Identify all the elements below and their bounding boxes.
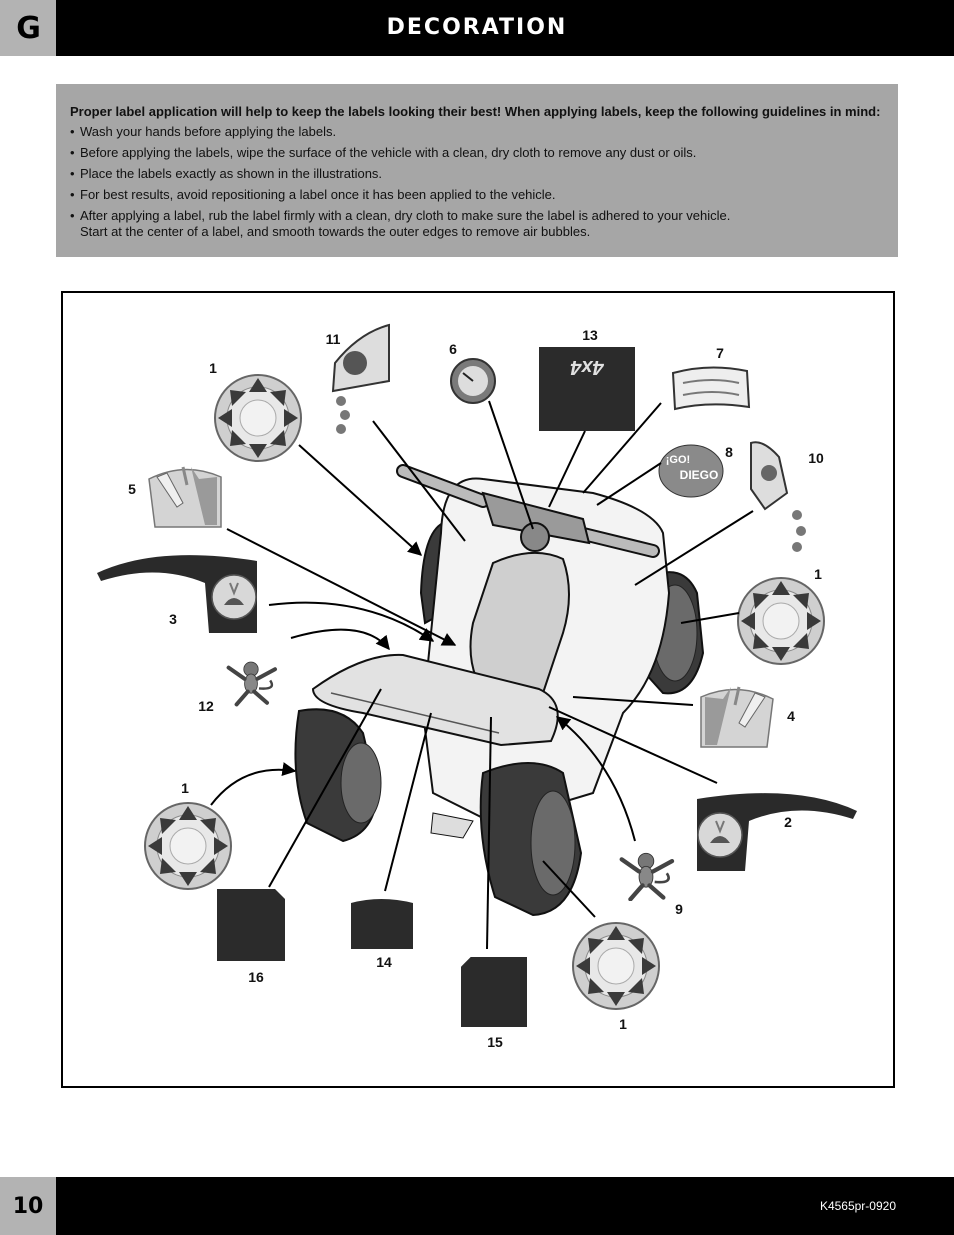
diego-text: DIEGO — [680, 468, 719, 482]
page-footer: 10 K4565pr-0920 — [0, 1177, 954, 1235]
leader-lines — [210, 400, 754, 950]
callout-wheel-bottom-right: 1 — [619, 1016, 627, 1032]
callout-jaguar: 10 — [808, 450, 824, 466]
callout-logo-4x4: 13 — [582, 327, 598, 343]
callout-pad-16: 16 — [248, 969, 264, 985]
callout-headlight: 7 — [716, 345, 724, 361]
wheel-label-top-left — [214, 374, 302, 462]
speedometer-label — [450, 358, 496, 404]
callout-go-diego: 8 — [725, 444, 733, 460]
callout-diego-portrait: 11 — [326, 331, 341, 347]
callout-speedometer: 6 — [449, 341, 457, 357]
logo-4x4-label: 4x4 — [539, 347, 635, 431]
pad-label-15 — [461, 957, 527, 1027]
guidelines-intro: Proper label application will help to ke… — [70, 104, 881, 119]
pad-label-16 — [217, 889, 285, 961]
callout-pad-14: 14 — [376, 954, 392, 970]
page-title: DECORATION — [386, 15, 568, 40]
fender-label-right — [696, 792, 857, 871]
callout-wheel-top-left: 1 — [209, 360, 217, 376]
panel-label-left — [147, 465, 223, 529]
callout-panel-right: 4 — [787, 708, 795, 724]
logo-4x4-text: 4x4 — [570, 356, 604, 378]
guideline-item: Place the labels exactly as shown in the… — [70, 166, 884, 182]
diagram-canvas: 4x4 ¡GO! DIEGO — [97, 323, 857, 1050]
wheel-label-bottom-left — [144, 802, 232, 890]
callout-monkey-right: 9 — [675, 901, 683, 917]
monkey-label-right — [622, 853, 672, 899]
callout-monkey-left: 12 — [198, 698, 214, 714]
jaguar-label — [750, 441, 806, 552]
guideline-item: Wash your hands before applying the labe… — [70, 124, 884, 140]
headlight-label — [671, 366, 751, 411]
callout-fender-left: 3 — [169, 611, 177, 627]
page-number: 10 — [0, 1177, 56, 1235]
section-letter: G — [0, 0, 56, 56]
guidelines-list: Wash your hands before applying the labe… — [70, 124, 884, 240]
diego-portrait-label — [331, 323, 390, 434]
monkey-label-left — [229, 662, 275, 704]
go-text: ¡GO! — [666, 454, 690, 466]
guideline-item: After applying a label, rub the label fi… — [70, 208, 884, 240]
guideline-item: For best results, avoid repositioning a … — [70, 187, 884, 203]
callout-panel-left: 5 — [128, 481, 136, 497]
page-header: G DECORATION — [0, 0, 954, 56]
wheel-label-right — [737, 577, 825, 665]
callout-fender-right: 2 — [784, 814, 792, 830]
wheel-label-bottom-right — [572, 922, 660, 1010]
callout-wheel-right: 1 — [814, 566, 822, 582]
guideline-item: Before applying the labels, wipe the sur… — [70, 145, 884, 161]
guidelines-box: Proper label application will help to ke… — [56, 84, 898, 257]
go-diego-label: ¡GO! DIEGO — [658, 444, 724, 498]
callout-pad-15: 15 — [487, 1034, 503, 1050]
callout-wheel-bottom-left: 1 — [181, 780, 189, 796]
decoration-diagram: 4x4 ¡GO! DIEGO — [61, 291, 895, 1088]
panel-label-right — [699, 685, 775, 749]
pad-label-14 — [351, 899, 413, 949]
document-code: K4565pr-0920 — [819, 1199, 896, 1213]
atv-illustration — [294, 464, 705, 917]
fender-label-left — [97, 554, 258, 633]
